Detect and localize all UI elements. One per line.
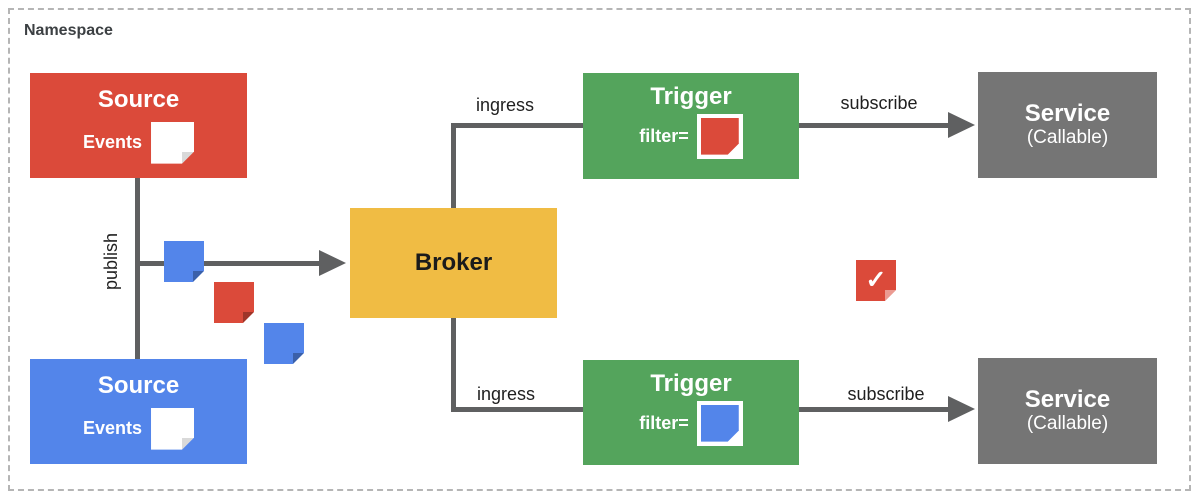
source-title: Source xyxy=(97,372,180,399)
trigger-title: Trigger xyxy=(650,370,732,397)
subscribe-bottom-label: subscribe xyxy=(847,384,925,404)
source-title: Source xyxy=(97,86,180,113)
note-fold-icon xyxy=(193,271,204,282)
note-fill xyxy=(701,118,739,155)
ingress-top-line-horizontal xyxy=(451,123,583,128)
filter-label: filter= xyxy=(639,125,689,146)
broker-title: Broker xyxy=(414,249,493,277)
source-node-blue: Source Events xyxy=(30,359,247,464)
service-node-top: Service (Callable) xyxy=(978,72,1157,178)
broker-node: Broker xyxy=(350,208,557,318)
events-row: Events xyxy=(83,122,194,164)
filter-label: filter= xyxy=(639,412,689,433)
service-title: Service xyxy=(1024,385,1111,413)
delivered-event-red-check-icon: ✓ xyxy=(856,260,896,301)
event-note-blue-icon xyxy=(264,323,304,364)
filter-event-red-icon xyxy=(696,113,743,159)
event-note-blue-icon xyxy=(164,241,204,282)
subscribe-bottom-line xyxy=(799,407,950,412)
note-fold-icon xyxy=(885,290,896,301)
subscribe-top-arrowhead-icon xyxy=(948,112,975,138)
note-fill xyxy=(701,405,739,442)
filter-event-blue-icon xyxy=(696,400,743,446)
service-title: Service xyxy=(1024,99,1111,127)
trigger-node-top: Trigger filter= xyxy=(583,73,799,179)
source-node-red: Source Events xyxy=(30,73,247,178)
namespace-boundary xyxy=(8,8,1191,491)
namespace-label: Namespace xyxy=(24,22,113,39)
subscribe-top-label: subscribe xyxy=(840,93,918,113)
service-node-bottom: Service (Callable) xyxy=(978,358,1157,464)
trigger-node-bottom: Trigger filter= xyxy=(583,360,799,465)
publish-label-text: publish xyxy=(101,232,122,290)
ingress-bottom-line-horizontal xyxy=(451,407,583,412)
ingress-top-label: ingress xyxy=(475,95,535,115)
ingress-bottom-line-vertical xyxy=(451,318,456,412)
ingress-top-line-vertical xyxy=(451,123,456,208)
event-note-white-icon xyxy=(151,122,194,164)
ingress-bottom-label: ingress xyxy=(476,384,536,404)
publish-line xyxy=(135,261,321,266)
events-label: Events xyxy=(82,132,143,153)
note-fold-icon xyxy=(182,152,194,164)
sources-connector-line xyxy=(135,178,140,359)
publish-label: publish xyxy=(84,232,140,290)
service-subtitle: (Callable) xyxy=(1026,127,1109,149)
events-row: Events xyxy=(83,408,194,450)
trigger-title: Trigger xyxy=(650,83,732,110)
service-subtitle: (Callable) xyxy=(1026,413,1109,435)
note-fold-icon xyxy=(243,312,254,323)
note-fold-icon xyxy=(182,438,194,450)
event-note-red-icon xyxy=(214,282,254,323)
filter-row: filter= xyxy=(639,400,743,446)
events-label: Events xyxy=(82,418,143,439)
checkmark-icon: ✓ xyxy=(865,266,887,294)
publish-arrowhead-icon xyxy=(319,250,346,276)
event-note-white-icon xyxy=(151,408,194,450)
note-fold-icon xyxy=(293,353,304,364)
filter-row: filter= xyxy=(639,113,743,159)
subscribe-bottom-arrowhead-icon xyxy=(948,396,975,422)
subscribe-top-line xyxy=(799,123,950,128)
